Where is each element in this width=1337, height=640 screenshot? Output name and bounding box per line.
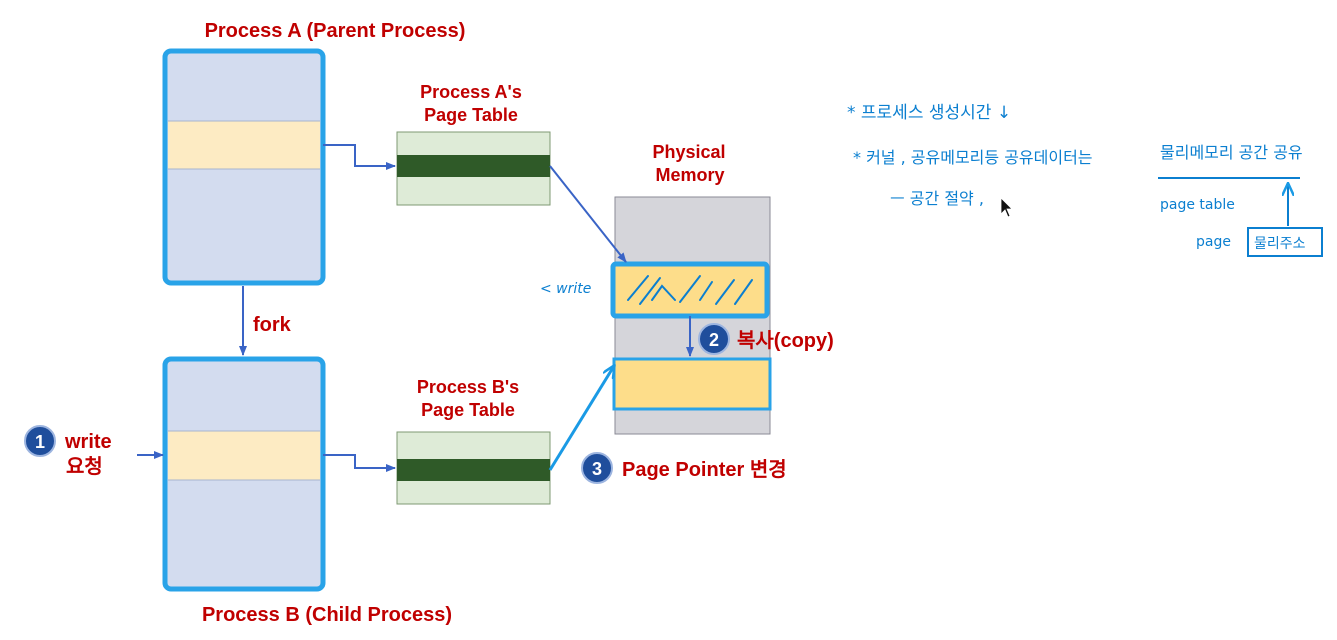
process-b-box — [162, 356, 326, 592]
step-1-badge — [24, 425, 56, 457]
physical-address-box — [1247, 227, 1323, 257]
step-3-number: 3 — [592, 459, 602, 479]
page-table-a-title-line1: Process A's — [420, 82, 522, 102]
write-marker-note: < write — [540, 281, 591, 297]
table-b-to-copy-arrow — [548, 366, 614, 471]
process-a-to-table-arrow — [323, 144, 396, 170]
step-2: 2 복사(copy) — [698, 323, 834, 355]
note-space-saving: ㅡ 공간 절약 , — [890, 189, 984, 208]
process-a-shared-page — [168, 121, 320, 169]
page-table-b-title-line2: Page Table — [421, 400, 515, 420]
page-table-a-title-line2: Page Table — [424, 105, 518, 125]
note-page-table: page table — [1160, 197, 1235, 213]
step-1-label-line1: write — [64, 431, 112, 453]
copied-memory-page — [612, 357, 772, 411]
step-2-label: 복사(copy) — [737, 329, 834, 352]
process-a-box — [162, 48, 326, 286]
note-creation-time: * 프로세스 생성시간 ↓ — [847, 103, 1011, 123]
note-page: page — [1196, 234, 1231, 250]
step-3-badge — [581, 452, 613, 484]
page-table-b-entry — [397, 459, 550, 481]
step-1-label-line2: 요청 — [66, 455, 103, 478]
fork-label: fork — [253, 314, 292, 336]
process-b-shared-page — [168, 431, 320, 480]
page-table-a-entry — [397, 155, 550, 177]
process-b-title: Process B (Child Process) — [202, 604, 452, 626]
page-table-b-title-line1: Process B's — [417, 377, 519, 397]
step-2-badge — [698, 323, 730, 355]
step-2-number: 2 — [709, 330, 719, 350]
page-table-a — [396, 131, 551, 206]
physical-memory-title-line1: Physical — [652, 142, 725, 162]
table-a-to-memory-arrow — [549, 165, 627, 263]
process-b-to-table-arrow — [323, 454, 396, 472]
note-shared-memory: 물리메모리 공간 공유 — [1160, 143, 1303, 162]
hatch-marks — [627, 275, 753, 305]
note-physical-address: 물리주소 — [1254, 236, 1306, 252]
page-table-b — [396, 431, 551, 505]
physical-memory-title-line2: Memory — [655, 165, 724, 185]
physical-memory-box — [610, 196, 772, 435]
step-1: 1 write 요청 — [24, 425, 112, 478]
note-shared-data: * 커널 , 공유메모리등 공유데이터는 — [853, 148, 1093, 167]
step-1-number: 1 — [35, 432, 45, 452]
process-a-title: Process A (Parent Process) — [205, 20, 466, 42]
step-3-label: Page Pointer 변경 — [622, 458, 787, 481]
step-3: 3 Page Pointer 변경 — [581, 452, 787, 484]
mouse-cursor-icon — [1000, 197, 1013, 218]
